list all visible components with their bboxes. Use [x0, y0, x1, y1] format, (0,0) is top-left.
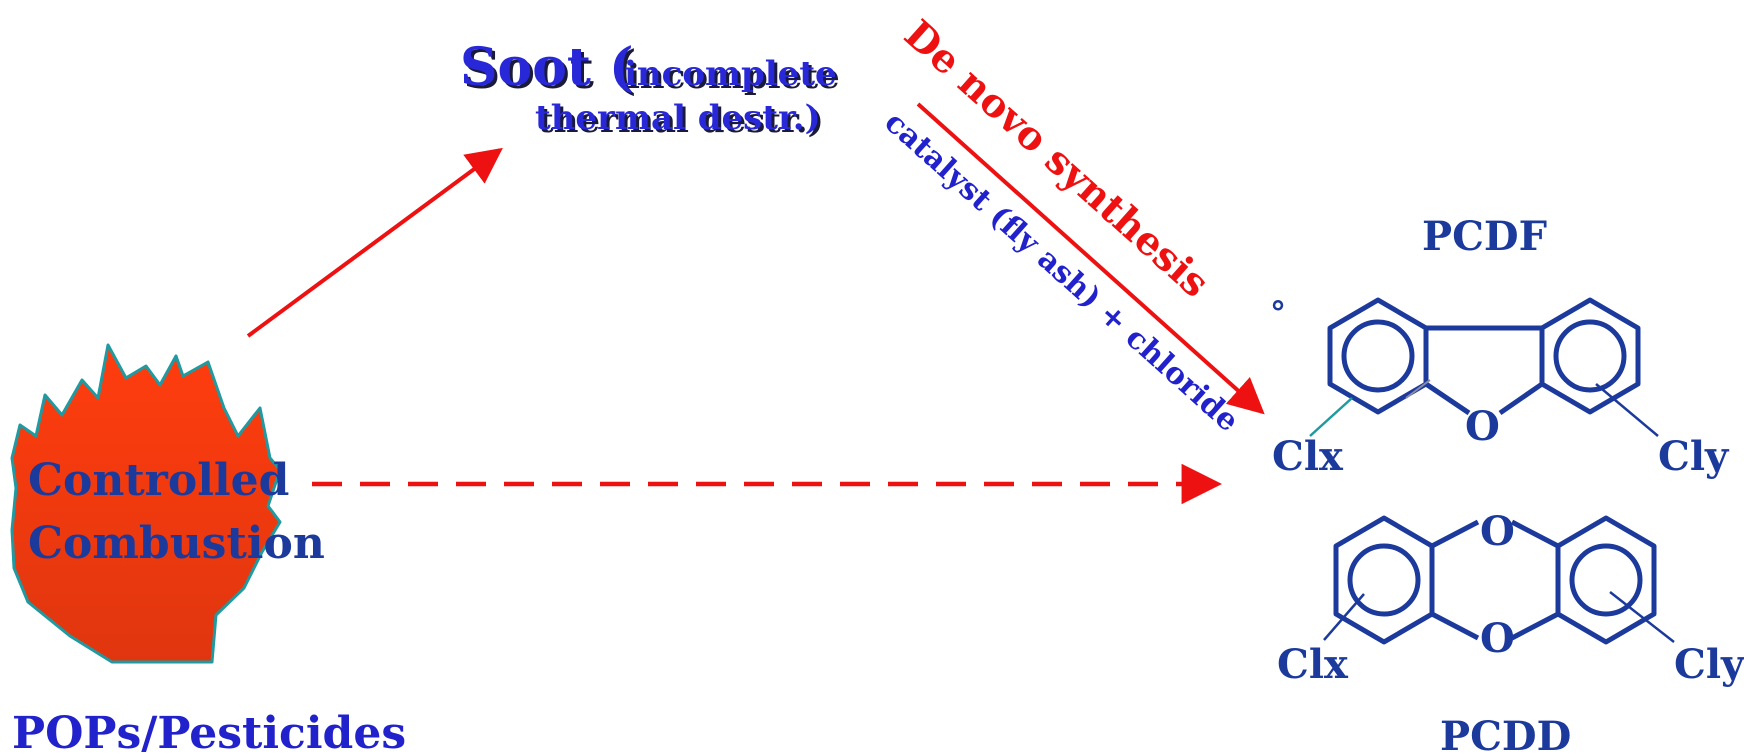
- pcdd-cl-right: Cly: [1674, 641, 1744, 688]
- arrow-to-soot: [246, 147, 503, 338]
- soot-big-shadow: Soot (: [463, 40, 637, 101]
- soot-label: Soot ( Soot ( incomplete incomplete ther…: [460, 37, 840, 141]
- pcdf-structure: [1309, 297, 1659, 437]
- source-line-2: Combustion: [28, 518, 325, 569]
- pcdf-label: PCDF: [1422, 213, 1547, 260]
- soot-small-2: thermal destr.): [535, 98, 821, 138]
- pcdd-oxygen-bottom: O: [1480, 615, 1515, 662]
- soot-small-1: incomplete: [624, 54, 837, 94]
- arrow-de-novo: [916, 102, 1265, 415]
- pcdd-structure: [1323, 515, 1675, 645]
- pcdd-oxygen-top: O: [1480, 508, 1515, 555]
- flame-icon: [10, 343, 282, 664]
- pcdd-cl-left: Clx: [1277, 641, 1349, 688]
- pcdf-cl-left: Clx: [1272, 433, 1344, 480]
- pcdf-dot: °: [1270, 294, 1286, 332]
- pcdd-label: PCDD: [1440, 713, 1571, 754]
- pcdf-oxygen: O: [1465, 403, 1500, 450]
- pcdf-cl-right: Cly: [1658, 433, 1730, 480]
- soot-small-2-shadow: thermal destr.): [538, 101, 824, 141]
- source-line-1: Controlled: [28, 455, 289, 506]
- source-caption: POPs/Pesticides: [12, 708, 406, 754]
- soot-small-1-shadow: incomplete: [627, 57, 840, 97]
- soot-big: Soot (: [460, 37, 634, 98]
